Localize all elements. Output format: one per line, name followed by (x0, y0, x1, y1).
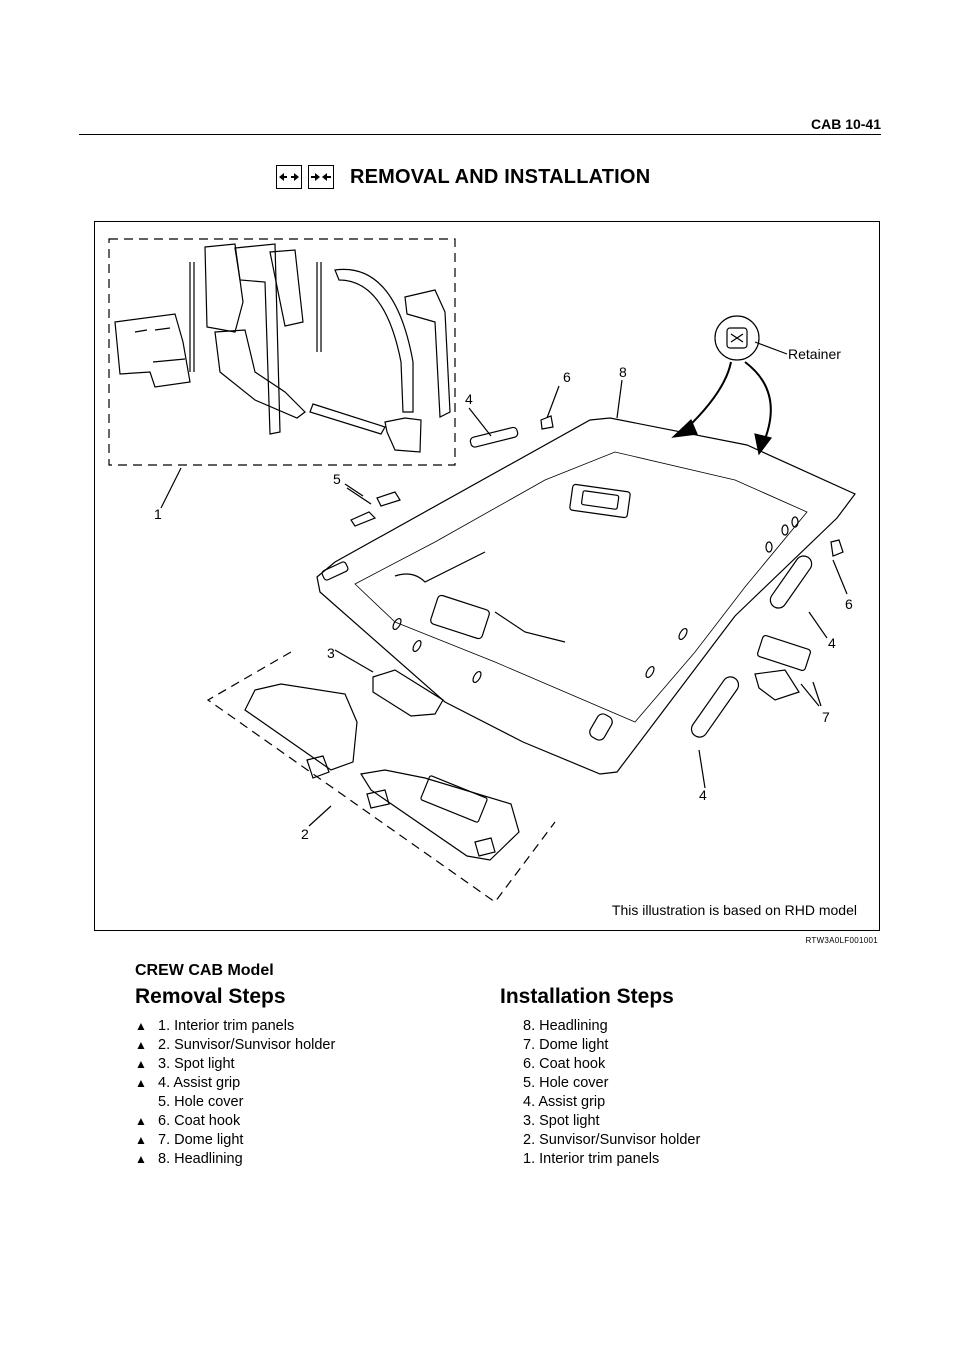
list-item: 8. Headlining (523, 1018, 608, 1034)
callout-6a: 6 (563, 369, 571, 385)
callout-1: 1 (154, 506, 162, 522)
callout-6b: 6 (845, 596, 853, 612)
callout-4a: 4 (465, 391, 473, 407)
installation-steps: Installation Steps 8. Headlining 7. Dome… (500, 985, 700, 1169)
installation-heading: Installation Steps (500, 985, 674, 1008)
list-item: 3. Spot light (523, 1113, 600, 1129)
callout-4c: 4 (699, 787, 707, 803)
list-item: ▲3. Spot light (135, 1056, 235, 1072)
list-item: 5. Hole cover (523, 1075, 609, 1091)
list-item: ▲6. Coat hook (135, 1113, 241, 1129)
triangle-icon: ▲ (135, 1019, 147, 1033)
removal-steps: Removal Steps ▲1. Interior trim panels ▲… (135, 985, 335, 1169)
triangle-icon: ▲ (135, 1152, 147, 1166)
callout-7: 7 (822, 709, 830, 725)
removal-heading: Removal Steps (135, 985, 286, 1008)
list-item: ▲7. Dome light (135, 1132, 244, 1148)
callout-2: 2 (301, 826, 309, 842)
page-title: REMOVAL AND INSTALLATION (350, 165, 651, 188)
list-item: 2. Sunvisor/Sunvisor holder (523, 1132, 701, 1148)
list-item: 7. Dome light (523, 1037, 609, 1053)
triangle-icon: ▲ (135, 1057, 147, 1071)
list-item: ▲1. Interior trim panels (135, 1018, 295, 1034)
installation-arrows-icon (308, 165, 334, 189)
list-item: 6. Coat hook (523, 1056, 606, 1072)
figure-caption: This illustration is based on RHD model (611, 902, 857, 918)
exploded-diagram: 1 5 4 6 8 Retainer 6 4 7 4 3 2 This illu… (94, 221, 880, 931)
list-item: ▲8. Headlining (135, 1151, 243, 1167)
callout-retainer: Retainer (788, 346, 841, 362)
model-label: CREW CAB Model (135, 962, 274, 979)
callout-8: 8 (619, 364, 627, 380)
list-item: 5. Hole cover (158, 1094, 244, 1110)
callout-3: 3 (327, 645, 335, 661)
diagram-drawing: 1 5 4 6 8 Retainer 6 4 7 4 3 2 (108, 238, 856, 903)
callout-4b: 4 (828, 635, 836, 651)
triangle-icon: ▲ (135, 1114, 147, 1128)
callout-5: 5 (333, 471, 341, 487)
list-item: ▲4. Assist grip (135, 1075, 241, 1091)
removal-arrows-icon (276, 165, 302, 189)
triangle-icon: ▲ (135, 1133, 147, 1147)
section-title: REMOVAL AND INSTALLATION (276, 163, 650, 191)
triangle-icon: ▲ (135, 1038, 147, 1052)
page-header: CAB 10-41 (79, 114, 881, 135)
installation-list: 8. Headlining 7. Dome light 6. Coat hook… (500, 1017, 700, 1169)
list-item: ▲2. Sunvisor/Sunvisor holder (135, 1037, 336, 1053)
page-ref: CAB 10-41 (810, 116, 881, 132)
list-item: 1. Interior trim panels (523, 1151, 660, 1167)
triangle-icon: ▲ (135, 1076, 147, 1090)
removal-list: ▲1. Interior trim panels ▲2. Sunvisor/Su… (135, 1017, 335, 1169)
list-item: 4. Assist grip (523, 1094, 606, 1110)
figure-code: RTW3A0LF001001 (805, 936, 878, 945)
